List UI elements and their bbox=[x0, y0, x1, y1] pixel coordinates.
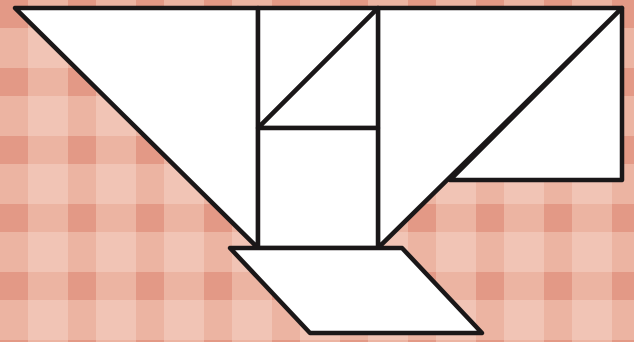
square-center bbox=[258, 128, 378, 248]
